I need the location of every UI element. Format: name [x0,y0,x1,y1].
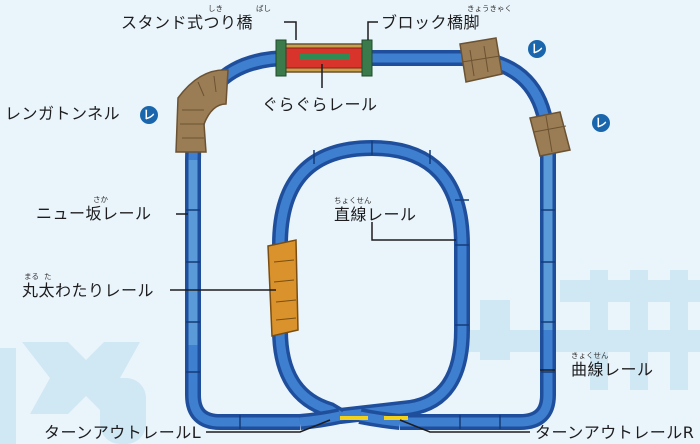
brick-tunnel-left [175,69,229,153]
label-straight-rail: 直線レール [334,205,417,224]
log-crossing-rail [267,239,299,337]
label-block-pier: ブロック橋脚 [381,13,481,32]
curve-mark-badge-top-right: レ [528,40,546,58]
label-wobbly-rail: ぐらぐらレール [262,95,378,114]
ruby-ta: た [44,272,52,281]
ruby-bashi: ばし [256,4,271,13]
brick-tunnel-top-right [459,37,503,83]
background-decoration [0,270,700,444]
brick-tunnel-right [529,111,571,157]
label-turnout-l: ターンアウトレールL [44,423,202,442]
track-joints [186,141,555,429]
suspension-bridge [275,39,373,77]
label-new-slope: ニュー坂レール [36,204,152,223]
inner-oval-track [272,139,470,430]
ruby-maru: まる [24,272,39,281]
curve-mark-badge-left: レ [140,106,158,124]
ruby-kyokusen: きょくせん [571,351,609,360]
ruby-saka: さか [93,195,108,204]
curve-mark-badge-right: レ [592,114,610,132]
leader-lines [170,21,555,433]
label-stand-bridge: スタンド式つり橋 [121,13,254,32]
ruby-chokusen: ちょくせん [334,196,372,205]
label-brick-tunnel: レンガトンネル [5,104,121,123]
ruby-kyoukyaku: きょうきゃく [467,4,512,13]
label-turnout-r: ターンアウトレールR [535,423,695,442]
label-log-crossing: 丸太わたりレール [22,281,155,300]
label-curve-rail: 曲線レール [571,360,654,379]
ruby-shiki: しき [208,4,223,13]
